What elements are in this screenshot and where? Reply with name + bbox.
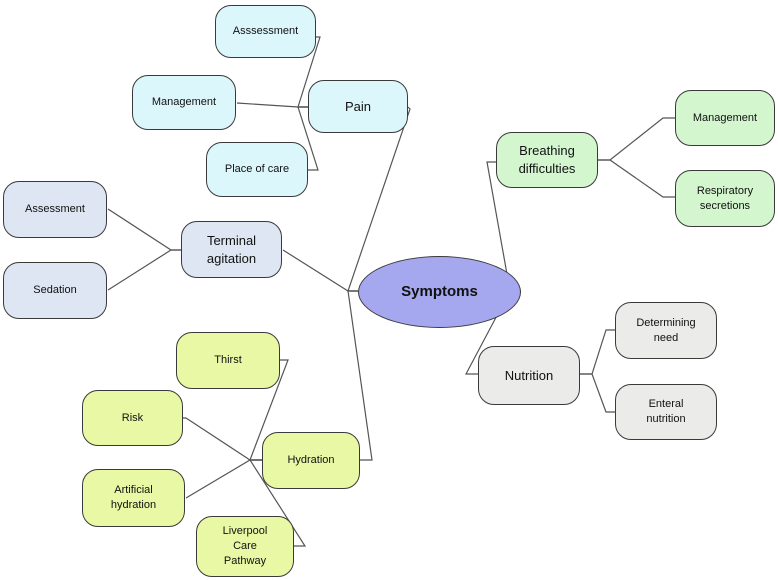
node-pain-place-of-care: Place of care (206, 142, 308, 197)
node-nutrition-label: Nutrition (504, 367, 554, 383)
node-terminal-agitation-label: Terminal agitation (206, 232, 257, 266)
node-breathing-respiratory-label: Respiratory secretions (696, 184, 754, 212)
node-hydration-thirst: Thirst (176, 332, 280, 389)
node-pain-assessment: Asssessment (215, 5, 316, 58)
node-terminal-agitation: Terminal agitation (181, 221, 282, 278)
center-node-symptoms: Symptoms (358, 256, 521, 328)
node-hydration-artificial-label: Artificial hydration (110, 484, 157, 511)
node-pain-management-label: Management (151, 96, 217, 109)
connector-hydration-risk (183, 417, 262, 461)
connector-nutrition-enteral (580, 373, 615, 413)
node-breathing-difficulties: Breathing difficulties (496, 132, 598, 188)
node-nutrition-enteral: Enteral nutrition (615, 384, 717, 440)
node-hydration-liverpool-label: Liverpool Care Pathway (222, 525, 268, 567)
node-breathing-label: Breathing difficulties (518, 143, 576, 176)
connector-agitation-assessment (107, 208, 181, 251)
center-node-label: Symptoms (401, 282, 478, 300)
node-hydration-artificial: Artificial hydration (82, 469, 185, 527)
connector-hydration-liverpool (248, 459, 307, 547)
node-agitation-sedation-label: Sedation (33, 284, 77, 297)
node-pain-assessment-label: Asssessment (232, 25, 299, 38)
node-pain-place-label: Place of care (224, 163, 290, 176)
node-agitation-assessment: Assessment (3, 181, 107, 238)
connector-center-hydration (347, 290, 373, 461)
node-hydration-risk-label: Risk (121, 411, 144, 424)
connector-nutrition-determining (580, 329, 615, 375)
node-pain: Pain (308, 80, 408, 133)
node-pain-label: Pain (344, 98, 372, 114)
connector-hydration-artificial (185, 459, 262, 499)
connector-center-agitation (282, 249, 358, 292)
node-nutrition: Nutrition (478, 346, 580, 405)
node-breathing-management-label: Management (692, 111, 758, 124)
connector-pain-place (297, 106, 319, 171)
node-hydration-risk: Risk (82, 390, 183, 446)
connector-breathing-management (598, 117, 675, 161)
node-agitation-sedation: Sedation (3, 262, 107, 319)
node-breathing-respiratory-secretions: Respiratory secretions (675, 170, 775, 227)
node-nutrition-determining-label: Determining need (636, 316, 696, 344)
node-pain-management: Management (132, 75, 236, 130)
node-hydration-thirst-label: Thirst (214, 354, 242, 367)
node-nutrition-enteral-label: Enteral nutrition (646, 398, 686, 425)
connector-agitation-sedation (107, 249, 181, 291)
node-hydration: Hydration (262, 432, 360, 489)
node-hydration-label: Hydration (287, 454, 335, 467)
node-nutrition-determining-need: Determining need (615, 302, 717, 359)
node-hydration-liverpool: Liverpool Care Pathway (196, 516, 294, 577)
node-agitation-assessment-label: Assessment (25, 203, 85, 216)
node-breathing-management: Management (675, 90, 775, 146)
connector-breathing-respiratory (598, 159, 675, 198)
